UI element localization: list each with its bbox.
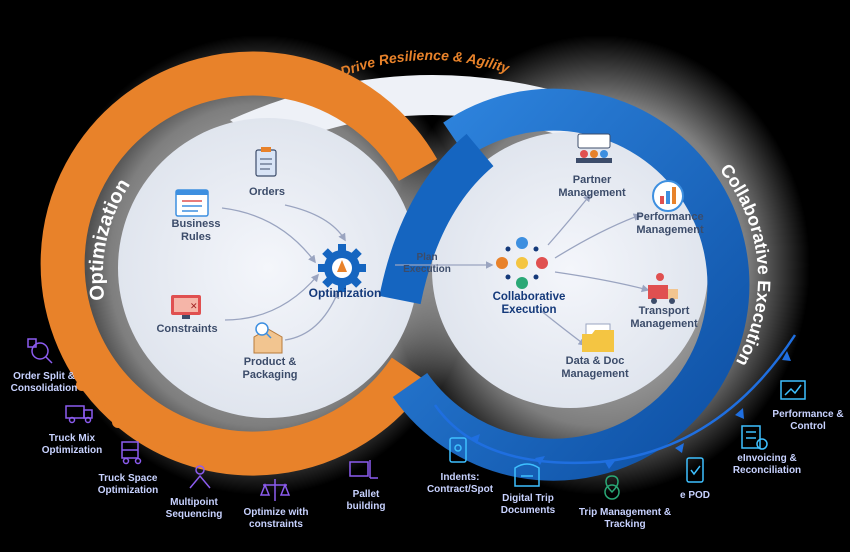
- arrow-performance: [554, 213, 642, 259]
- constraints-monitor-icon: ✕: [171, 295, 201, 319]
- timeline-left-1: Order Split & Consolidation: [10, 371, 78, 394]
- arrow-partner: [547, 193, 591, 246]
- timeline-dots: [59, 332, 353, 468]
- timeline-right-4: e POD: [679, 490, 710, 501]
- svg-text:✕: ✕: [190, 301, 198, 311]
- epod-icon: [686, 457, 704, 483]
- timeline-left-3: Truck Space Optimization: [97, 473, 159, 496]
- timeline-left-6: Pallet building: [346, 489, 386, 512]
- product-packaging-label: Product & Packaging: [242, 356, 298, 381]
- arrow-transport: [554, 271, 650, 293]
- constraints-scale-icon: [259, 479, 291, 501]
- document-folder-icon: [582, 323, 614, 352]
- performance-control-icon: [780, 380, 806, 400]
- optimization-timeline-arc: [46, 299, 386, 465]
- performance-chart-icon: [652, 180, 684, 212]
- timeline-left-5: Optimize with constraints: [243, 507, 309, 530]
- collaboration-network-icon: [496, 237, 548, 289]
- timeline-right-6: Performance & Control: [772, 409, 844, 432]
- timeline-left-4: Multipoint Sequencing: [165, 497, 223, 520]
- performance-management-label: Performance Management: [636, 211, 704, 236]
- einvoice-icon: [741, 425, 768, 450]
- tracking-icon: [604, 475, 620, 500]
- multipoint-icon: [189, 465, 211, 489]
- arrow-data-doc: [539, 309, 587, 346]
- clipboard-icon: [255, 147, 277, 177]
- execution-ring-start: [379, 133, 494, 305]
- orders-label: Orders: [248, 186, 286, 198]
- collaborative-execution-label: Collaborative Execution: [492, 291, 566, 317]
- timeline-right-5: eInvoicing & Reconciliation: [732, 453, 802, 476]
- arrow-constraints: [224, 273, 320, 321]
- optimization-ring: [40, 51, 438, 476]
- indent-icon: [449, 437, 467, 463]
- partner-meeting-icon: [576, 133, 612, 163]
- constraints-label: Constraints: [156, 323, 218, 335]
- partner-management-label: Partner Management: [558, 174, 626, 199]
- order-split-icon: [27, 338, 53, 364]
- truck-mix-icon: [65, 405, 93, 424]
- arrow-orders: [284, 204, 346, 242]
- business-rules-icon: [175, 189, 209, 217]
- transport-truck-icon: [648, 273, 678, 304]
- truck-space-icon: [121, 441, 142, 465]
- product-box-icon: [253, 322, 283, 354]
- gear-icon: [318, 244, 366, 292]
- pallet-icon: [349, 460, 378, 479]
- timeline-arrows: [470, 351, 791, 469]
- transport-management-label: Transport Management: [630, 305, 698, 330]
- timeline-right-3: Trip Management & Tracking: [578, 507, 672, 530]
- business-rules-label: Business Rules: [171, 218, 221, 243]
- trip-documents-icon: [514, 463, 540, 487]
- timeline-right-1: Indents: Contract/Spot: [426, 472, 494, 495]
- arrow-product: [284, 290, 340, 341]
- right-inner-disc: [432, 132, 708, 408]
- optimization-center-label: Optimization: [308, 286, 382, 300]
- timeline-left-2: Truck Mix Optimization: [41, 433, 103, 456]
- data-doc-management-label: Data & Doc Management: [561, 355, 629, 380]
- plan-execution-label: Plan Execution: [403, 252, 451, 275]
- timeline-right-2: Digital Trip Documents: [500, 493, 556, 516]
- arrow-business-rules: [221, 207, 316, 264]
